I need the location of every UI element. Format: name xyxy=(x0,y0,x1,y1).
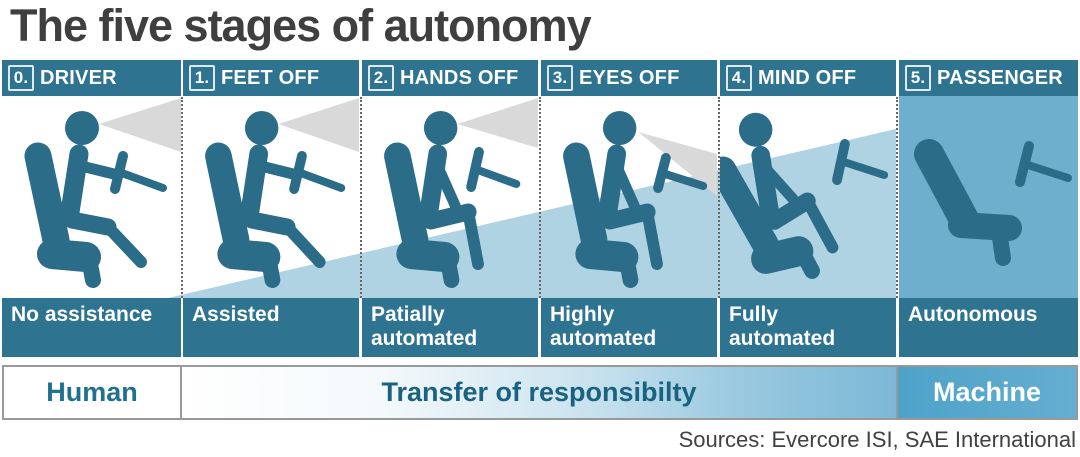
empty-seat-icon xyxy=(914,139,1072,266)
stage-1-number-badge: 1. xyxy=(189,65,215,91)
vision-cone xyxy=(278,98,359,152)
stage-0-header-label: DRIVER xyxy=(40,66,117,89)
figure-head xyxy=(65,111,99,145)
stage-2-header-label: HANDS OFF xyxy=(400,66,519,89)
column-separator-dotted xyxy=(360,97,362,298)
reclined-figure xyxy=(720,112,839,279)
steering-wheel-icon xyxy=(110,151,167,194)
stage-column-1-feet-off: 1. FEET OFF Assisted xyxy=(183,60,359,357)
stage-1-description: Assisted xyxy=(183,298,359,357)
stage-3-number-badge: 3. xyxy=(547,65,573,91)
stage-3-header-label: EYES OFF xyxy=(579,66,680,89)
stage-2-number-badge: 2. xyxy=(368,65,394,91)
stage-column-5-passenger: 5. PASSENGER Autonomous xyxy=(899,60,1078,357)
stage-3-description: Highly automated xyxy=(541,298,717,357)
mind-off-figure-icon xyxy=(720,112,889,279)
stage-3-header: 3. EYES OFF xyxy=(541,60,717,96)
stage-0-header: 0. DRIVER xyxy=(2,60,181,96)
stage-5-description: Autonomous xyxy=(899,298,1078,357)
stage-1-header: 1. FEET OFF xyxy=(183,60,359,96)
stage-1-header-label: FEET OFF xyxy=(221,66,320,89)
hands-off-figure-icon xyxy=(384,98,538,288)
stage-5-header: 5. PASSENGER xyxy=(899,60,1078,96)
stage-0-number-badge: 0. xyxy=(8,65,34,91)
figure-head xyxy=(738,112,773,147)
stage-4-header: 4. MIND OFF xyxy=(720,60,896,96)
machine-responsibility-box: Machine xyxy=(896,365,1078,420)
stage-0-figure-area xyxy=(2,96,181,298)
figure-head xyxy=(423,111,458,145)
stage-5-header-label: PASSENGER xyxy=(937,66,1063,89)
page-title: The five stages of autonomy xyxy=(10,0,592,51)
feet-off-figure-icon xyxy=(205,98,359,288)
detached-steering-wheel-icon xyxy=(832,139,889,185)
stage-2-description: Patially automated xyxy=(362,298,538,357)
vision-cone xyxy=(457,98,538,148)
detached-steering-wheel-icon xyxy=(466,147,521,192)
stage-column-3-eyes-off: 3. EYES OFF Highly automated xyxy=(541,60,717,357)
vision-cone xyxy=(99,98,181,152)
stage-2-figure-area xyxy=(362,96,538,298)
source-attribution: Sources: Evercore ISI, SAE International xyxy=(678,427,1076,452)
figure-head xyxy=(244,111,279,145)
stage-5-number-badge: 5. xyxy=(905,65,931,91)
stage-4-header-label: MIND OFF xyxy=(758,66,857,89)
transfer-of-responsibility-box: Transfer of responsibilty xyxy=(180,365,898,420)
stage-5-figure-area xyxy=(899,96,1078,298)
detached-steering-wheel-icon xyxy=(653,153,708,193)
stage-1-figure-area xyxy=(183,96,359,298)
detached-steering-wheel-icon xyxy=(1015,141,1072,187)
driver-figure-icon xyxy=(24,98,181,288)
eyes-off-figure-icon xyxy=(563,111,717,288)
stage-4-number-badge: 4. xyxy=(726,65,752,91)
column-separator-dotted xyxy=(181,97,183,298)
steering-wheel-icon xyxy=(289,151,346,194)
human-responsibility-box: Human xyxy=(2,365,182,420)
stage-2-header: 2. HANDS OFF xyxy=(362,60,538,96)
stage-0-description: No assistance xyxy=(2,298,181,357)
stage-column-4-mind-off: 4. MIND OFF Ful xyxy=(720,60,896,357)
column-separator-dotted xyxy=(896,97,898,298)
column-separator-dotted xyxy=(718,97,720,298)
column-separator-dotted xyxy=(539,97,541,298)
stage-column-0-driver: 0. DRIVER No assistance xyxy=(2,60,181,357)
stage-4-description: Fully automated xyxy=(720,298,896,357)
stage-3-figure-area xyxy=(541,96,717,298)
stage-4-figure-area xyxy=(720,96,896,298)
figure-head xyxy=(602,111,637,145)
stage-column-2-hands-off: 2. HANDS OFF Patially automated xyxy=(362,60,538,357)
